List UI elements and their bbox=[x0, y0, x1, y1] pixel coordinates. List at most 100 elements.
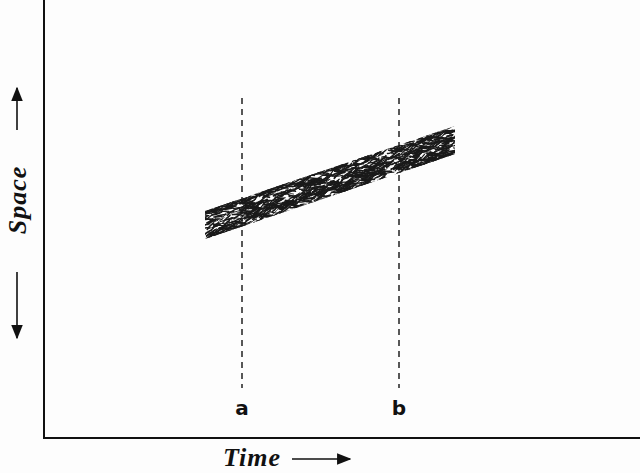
band-hatch-stroke bbox=[247, 221, 251, 225]
band-hatch-stroke bbox=[388, 155, 398, 159]
band-hatch-stroke bbox=[276, 198, 281, 200]
band-hatch-stroke bbox=[287, 183, 293, 186]
space-down-arrow bbox=[16, 272, 18, 338]
band-hatch-stroke bbox=[226, 215, 230, 218]
band-hatch-stroke bbox=[350, 182, 356, 184]
axis-title: Space bbox=[5, 166, 31, 235]
band-hatch-stroke bbox=[326, 188, 335, 191]
band-hatch-stroke bbox=[211, 213, 219, 215]
band-hatch-stroke bbox=[274, 211, 280, 216]
band-hatch-stroke bbox=[443, 131, 453, 132]
band-hatch-stroke bbox=[397, 149, 407, 151]
band-hatch-stroke bbox=[447, 126, 451, 129]
band-hatch-stroke bbox=[272, 189, 279, 190]
band-hatch-stroke bbox=[437, 147, 445, 149]
band-hatch-stroke bbox=[439, 145, 444, 146]
band-hatch-stroke bbox=[378, 179, 382, 181]
band-hatch-stroke bbox=[394, 165, 400, 170]
band-hatch-stroke bbox=[271, 186, 284, 187]
band-hatch-stroke bbox=[428, 143, 436, 144]
band-hatch-stroke bbox=[429, 133, 436, 139]
band-hatch-stroke bbox=[236, 223, 246, 225]
band-hatch-stroke bbox=[214, 228, 220, 234]
band-hatch-stroke bbox=[381, 173, 387, 175]
band-hatch-stroke bbox=[410, 145, 416, 152]
band-hatch-stroke bbox=[218, 214, 226, 215]
band-hatch-stroke bbox=[428, 143, 438, 144]
band-hatch-stroke bbox=[348, 175, 353, 177]
band-hatch-stroke bbox=[401, 158, 407, 160]
band-hatch-stroke bbox=[398, 161, 410, 164]
band-hatch-stroke bbox=[292, 184, 301, 186]
band-hatch-stroke bbox=[383, 168, 387, 171]
band-hatch-stroke bbox=[307, 194, 310, 197]
band-hatch-stroke bbox=[257, 200, 262, 202]
dashed-line-a bbox=[241, 98, 242, 388]
band-hatch-stroke bbox=[345, 158, 357, 161]
band-hatch-stroke bbox=[410, 159, 416, 161]
band-hatch-stroke bbox=[410, 145, 415, 146]
band-hatch-stroke bbox=[292, 204, 303, 206]
band-hatch-stroke bbox=[378, 148, 385, 150]
space-up-arrow bbox=[16, 88, 18, 130]
band-hatch-stroke bbox=[374, 168, 378, 170]
band-hatch-stroke bbox=[454, 145, 459, 146]
band-hatch-stroke bbox=[307, 175, 311, 180]
band-hatch-stroke bbox=[453, 149, 461, 151]
band-hatch-stroke bbox=[334, 195, 339, 198]
band-hatch-stroke bbox=[286, 209, 295, 211]
band-hatch-stroke bbox=[263, 193, 268, 194]
band-hatch-stroke bbox=[227, 231, 231, 234]
band-hatch-stroke bbox=[234, 213, 242, 219]
band-hatch-stroke bbox=[240, 210, 248, 211]
band-hatch-stroke bbox=[241, 214, 252, 219]
band-hatch-stroke bbox=[303, 174, 314, 176]
band-hatch-stroke bbox=[426, 132, 431, 136]
band-hatch-stroke bbox=[219, 230, 224, 234]
dashed-line-b bbox=[398, 98, 399, 388]
band-hatch-stroke bbox=[223, 228, 234, 229]
band-hatch-stroke bbox=[301, 175, 305, 176]
band-hatch-stroke bbox=[282, 193, 288, 194]
band-hatch-stroke bbox=[436, 155, 444, 157]
band-hatch-stroke bbox=[261, 216, 264, 220]
band-hatch-stroke bbox=[267, 200, 275, 201]
band-hatch-stroke bbox=[417, 145, 429, 146]
band-hatch-stroke bbox=[236, 227, 247, 229]
band-hatch-stroke bbox=[271, 206, 282, 209]
point-label: a bbox=[235, 398, 249, 418]
band-hatch-stroke bbox=[355, 155, 367, 157]
band-hatch-stroke bbox=[430, 148, 437, 149]
band-hatch-stroke bbox=[298, 175, 308, 179]
band-hatch-stroke bbox=[266, 204, 274, 206]
band-hatch-stroke bbox=[365, 151, 375, 155]
band-hatch-stroke bbox=[437, 132, 443, 137]
band-hatch-stroke bbox=[434, 129, 443, 131]
band-hatch-stroke bbox=[444, 140, 454, 142]
band-hatch-stroke bbox=[368, 172, 376, 175]
band-hatch-stroke bbox=[289, 179, 293, 181]
world-tube-band bbox=[197, 126, 461, 240]
band-hatch-stroke bbox=[240, 202, 245, 203]
band-hatch-stroke bbox=[285, 199, 289, 201]
band-hatch-stroke bbox=[240, 225, 251, 227]
point-label: b bbox=[392, 398, 406, 418]
band-hatch-stroke bbox=[437, 138, 449, 139]
band-hatch-stroke bbox=[383, 147, 388, 150]
band-hatch-stroke bbox=[275, 194, 280, 199]
band-hatch-stroke bbox=[240, 224, 247, 226]
band-hatch-stroke bbox=[345, 159, 357, 161]
band-hatch-stroke bbox=[420, 152, 429, 154]
band-hatch-stroke bbox=[380, 174, 385, 180]
band-hatch-stroke bbox=[290, 193, 294, 195]
band-hatch-stroke bbox=[375, 148, 383, 156]
band-hatch-stroke bbox=[400, 155, 404, 158]
band-hatch-stroke bbox=[381, 172, 394, 174]
band-hatch-stroke bbox=[326, 197, 336, 198]
band-hatch-stroke bbox=[222, 223, 234, 227]
band-hatch-stroke bbox=[240, 198, 246, 203]
band-hatch-stroke bbox=[406, 138, 412, 143]
band-hatch-stroke bbox=[275, 211, 282, 218]
band-hatch-stroke bbox=[225, 199, 237, 205]
band-hatch-stroke bbox=[299, 175, 304, 179]
